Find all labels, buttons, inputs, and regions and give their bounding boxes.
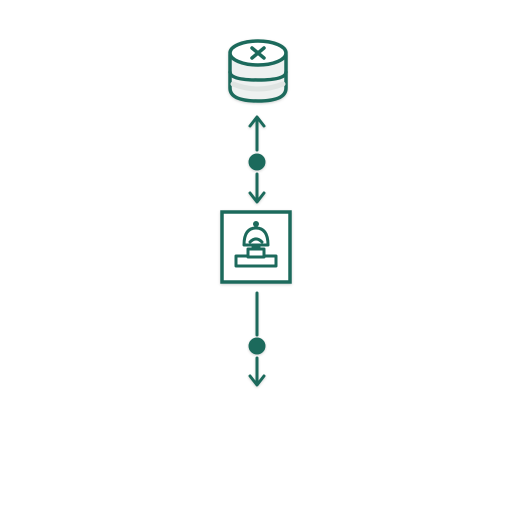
database-node[interactable] <box>228 39 288 103</box>
arrowhead-up <box>248 115 266 128</box>
database-error-icon <box>228 39 288 103</box>
edge-midpoint-dot <box>248 153 266 171</box>
server-terminal-icon <box>234 221 278 268</box>
arrowhead-down <box>248 191 266 204</box>
edge-midpoint-dot <box>248 337 266 355</box>
edge-server-output <box>248 291 266 387</box>
arrowhead-down <box>248 374 266 387</box>
server-node[interactable] <box>220 210 292 284</box>
edge-database-server <box>248 115 266 204</box>
